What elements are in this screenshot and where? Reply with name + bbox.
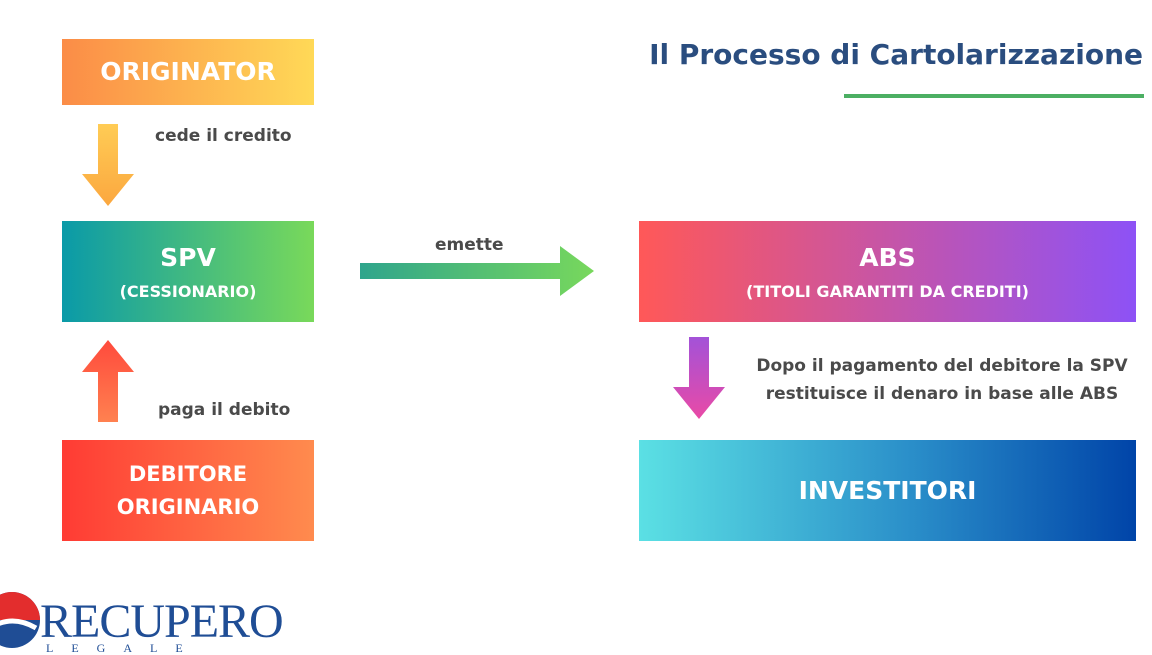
logo-text: RECUPERO — [40, 595, 284, 648]
page-title: Il Processo di Cartolarizzazione — [649, 38, 1143, 71]
arrow-debitore-to-spv — [82, 340, 134, 422]
abs-box: ABS (TITOLI GARANTITI DA CREDITI) — [639, 221, 1136, 322]
abs-label: ABS — [859, 243, 916, 272]
title-underline — [844, 94, 1144, 98]
edge-label-dopo: Dopo il pagamento del debitore la SPV re… — [742, 352, 1142, 408]
originator-box: ORIGINATOR — [62, 39, 314, 105]
edge-label-cede: cede il credito — [155, 126, 292, 146]
arrow-abs-to-investitori — [673, 337, 725, 419]
arrow-originator-to-spv — [82, 124, 134, 206]
originator-label: ORIGINATOR — [100, 57, 276, 86]
edge-label-dopo-line2: restituisce il denaro in base alle ABS — [765, 384, 1119, 404]
spv-box: SPV (CESSIONARIO) — [62, 221, 314, 322]
debitore-box: DEBITORE ORIGINARIO — [62, 440, 314, 541]
spv-sublabel: (CESSIONARIO) — [119, 282, 257, 301]
arrow-spv-to-abs — [360, 246, 594, 296]
abs-sublabel: (TITOLI GARANTITI DA CREDITI) — [746, 282, 1029, 301]
edge-label-dopo-line1: Dopo il pagamento del debitore la SPV — [756, 356, 1128, 376]
spv-label: SPV — [160, 243, 216, 272]
edge-label-emette: emette — [435, 235, 504, 255]
debitore-line1: DEBITORE — [128, 461, 248, 486]
logo-subtext: LEGALE — [46, 641, 201, 655]
edge-label-paga: paga il debito — [158, 400, 291, 420]
investitori-label: INVESTITORI — [798, 475, 977, 505]
debitore-line2: ORIGINARIO — [116, 494, 260, 519]
investitori-box: INVESTITORI — [639, 440, 1136, 541]
logo-emblem — [0, 592, 40, 648]
